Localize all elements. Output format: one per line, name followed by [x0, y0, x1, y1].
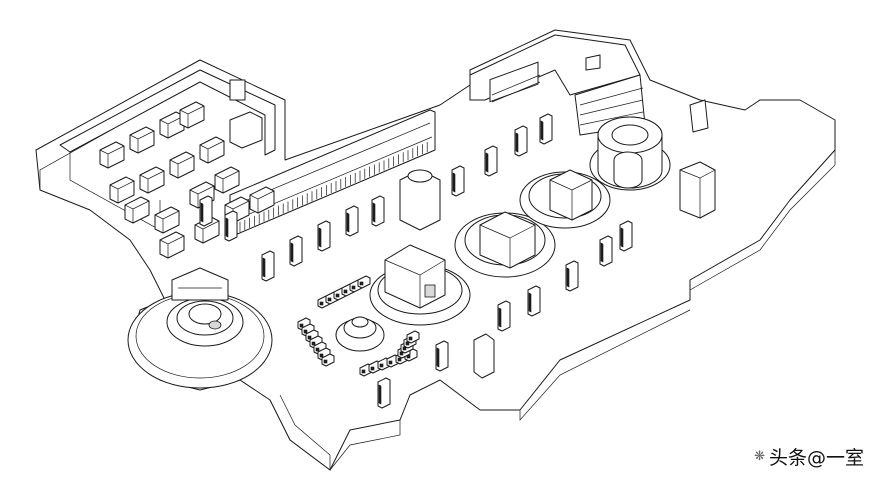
checkout-counters — [297, 275, 420, 377]
display-pods — [335, 116, 671, 352]
watermark: ❋ 头条@一室 — [754, 443, 864, 470]
watermark-text: 头条@一室 — [768, 447, 864, 469]
free-racks — [199, 113, 633, 409]
storeroom-walls — [59, 69, 276, 231]
wechat-logo-icon: ❋ — [754, 449, 765, 464]
entrance-plaza — [127, 267, 273, 389]
misc-fixtures — [473, 54, 716, 379]
top-right-wall — [469, 34, 646, 136]
